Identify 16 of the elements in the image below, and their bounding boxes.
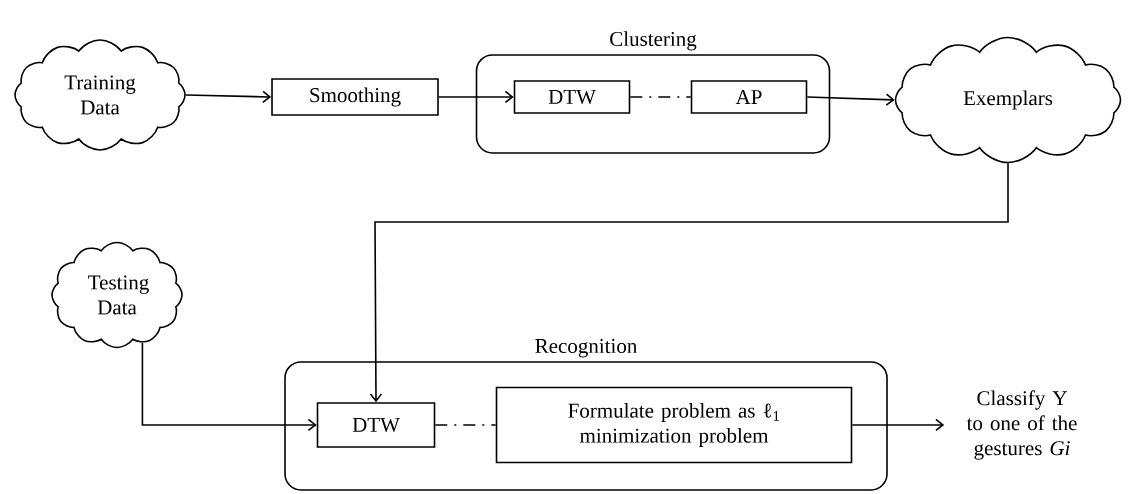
- arrow: [851, 418, 945, 432]
- dash-dot-line: [434, 424, 497, 426]
- process-box: DTW: [316, 402, 436, 448]
- dash-dot-line: [629, 96, 692, 98]
- arrow: [185, 90, 272, 104]
- arrow: [141, 341, 317, 432]
- result-text: Classify Y to one of the gestures Gi: [966, 390, 1077, 460]
- process-box: Formulate problem as ℓ$_{1}$ minimization problem: [495, 386, 853, 464]
- node-label: Clustering: [610, 31, 697, 51]
- arrow: [369, 162, 1009, 403]
- process-box: Smoothing: [271, 78, 439, 116]
- arrow: [438, 90, 514, 104]
- node-label: Recognition: [535, 338, 638, 358]
- process-box: DTW: [513, 80, 631, 114]
- process-box: AP: [690, 80, 808, 114]
- arrow: [806, 93, 895, 106]
